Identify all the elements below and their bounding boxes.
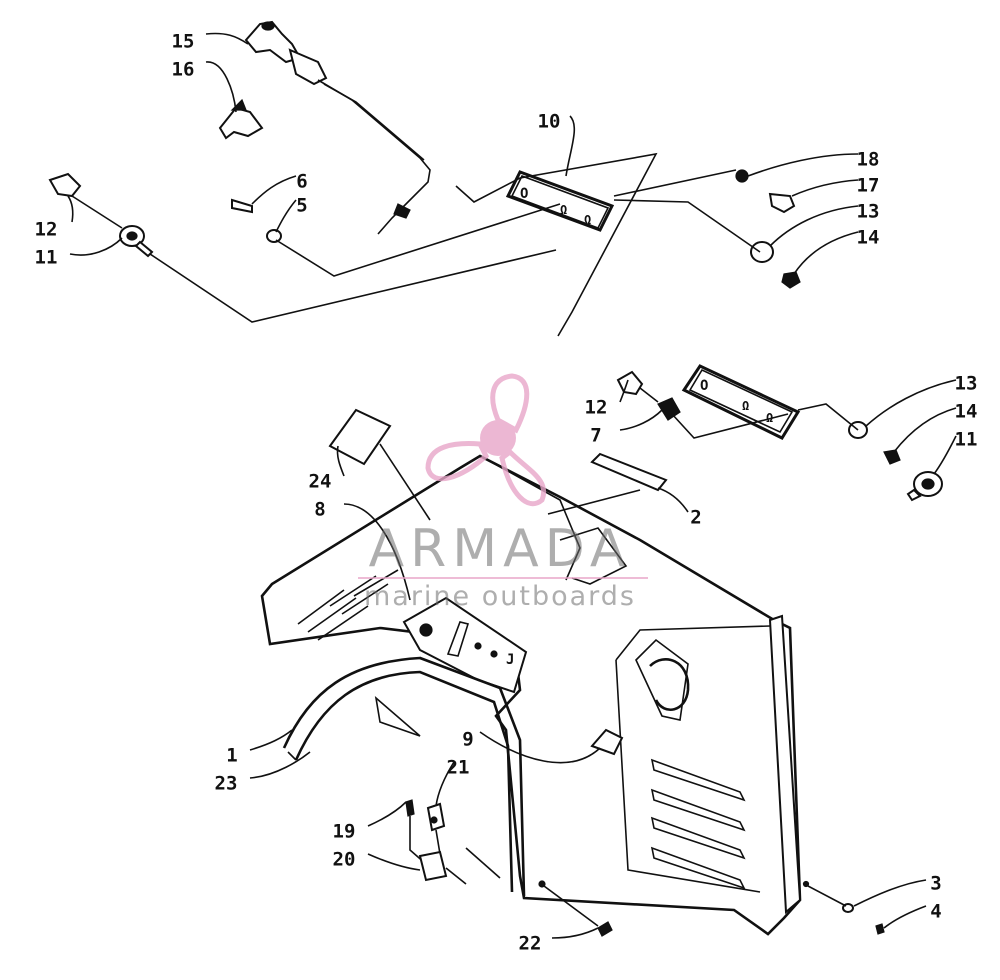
cable-end-fitting xyxy=(393,203,411,219)
callout-3: 3 xyxy=(930,873,941,895)
callout-14: 14 xyxy=(857,227,880,249)
callout-12: 12 xyxy=(585,397,608,419)
callout-13: 13 xyxy=(857,201,880,223)
screw-part-22 xyxy=(597,921,613,937)
trim-strip-part-1 xyxy=(282,656,526,897)
choke-cable-line-2 xyxy=(323,83,425,161)
callout-16: 16 xyxy=(172,59,195,81)
nut-part-14b xyxy=(883,449,901,465)
clip-part-21 xyxy=(426,802,446,832)
callout-2: 2 xyxy=(690,507,701,529)
callout-10: 10 xyxy=(538,111,561,133)
callout-14: 14 xyxy=(955,401,978,423)
decal-part-24 xyxy=(328,408,392,466)
callout-12: 12 xyxy=(35,219,58,241)
callout-15: 15 xyxy=(172,31,195,53)
callout-17: 17 xyxy=(857,175,880,197)
callout-9: 9 xyxy=(462,729,473,751)
nut-part-17 xyxy=(768,192,796,214)
svg-text:O: O xyxy=(700,378,708,394)
screw-part-19 xyxy=(405,799,415,817)
svg-text:O: O xyxy=(520,186,528,202)
screw-part-4 xyxy=(875,923,885,935)
callout-labels: 15 16 10 18 6 17 5 13 12 14 11 13 12 14 7 11 24 2 8 9 1 21 23 1… xyxy=(35,31,978,955)
bracket-part-20 xyxy=(418,850,448,882)
callout-18: 18 xyxy=(857,149,880,171)
svg-text:Ω: Ω xyxy=(560,203,567,217)
callout-4: 4 xyxy=(930,901,941,923)
callout-22: 22 xyxy=(519,933,542,955)
propeller-icon xyxy=(425,373,547,507)
washer-part-18 xyxy=(735,169,749,183)
callout-1: 1 xyxy=(226,745,237,767)
key-part-12 xyxy=(48,172,82,198)
watermark-tagline: marine outboards xyxy=(364,581,636,612)
callout-11: 11 xyxy=(35,247,58,269)
svg-text:Ω: Ω xyxy=(584,213,591,227)
cover-housing: J xyxy=(260,454,810,936)
choke-cable-line xyxy=(317,79,431,235)
key-part-12b xyxy=(616,370,644,396)
trim-strip-part-23 xyxy=(294,670,514,893)
choke-bracket-part xyxy=(218,98,264,140)
callout-6: 6 xyxy=(296,171,307,193)
control-plate-part-10: O Ω Ω xyxy=(505,170,615,232)
callout-11: 11 xyxy=(955,429,978,451)
callout-23: 23 xyxy=(215,773,238,795)
callout-20: 20 xyxy=(333,849,356,871)
callout-24: 24 xyxy=(309,471,332,493)
control-plate-part-lower: O Ω Ω xyxy=(681,364,801,440)
lockwasher-part-13 xyxy=(750,241,774,263)
ignition-switch-part-11 xyxy=(119,225,154,258)
ignition-switch-part-11b xyxy=(906,471,943,502)
screw-part-6 xyxy=(231,198,253,214)
watermark-brand: ARMADA xyxy=(369,519,632,579)
nut-part-7 xyxy=(657,397,681,421)
callout-13: 13 xyxy=(955,373,978,395)
choke-lever-part xyxy=(244,20,328,86)
washer-part-5 xyxy=(266,229,282,243)
nut-part-14 xyxy=(781,271,801,289)
callout-19: 19 xyxy=(333,821,356,843)
svg-text:J: J xyxy=(506,652,514,668)
svg-text:Ω: Ω xyxy=(742,399,749,413)
callout-5: 5 xyxy=(296,195,307,217)
callout-21: 21 xyxy=(447,757,470,779)
callout-8: 8 xyxy=(314,499,325,521)
decal-part-2 xyxy=(590,452,668,492)
callout-7: 7 xyxy=(590,425,601,447)
